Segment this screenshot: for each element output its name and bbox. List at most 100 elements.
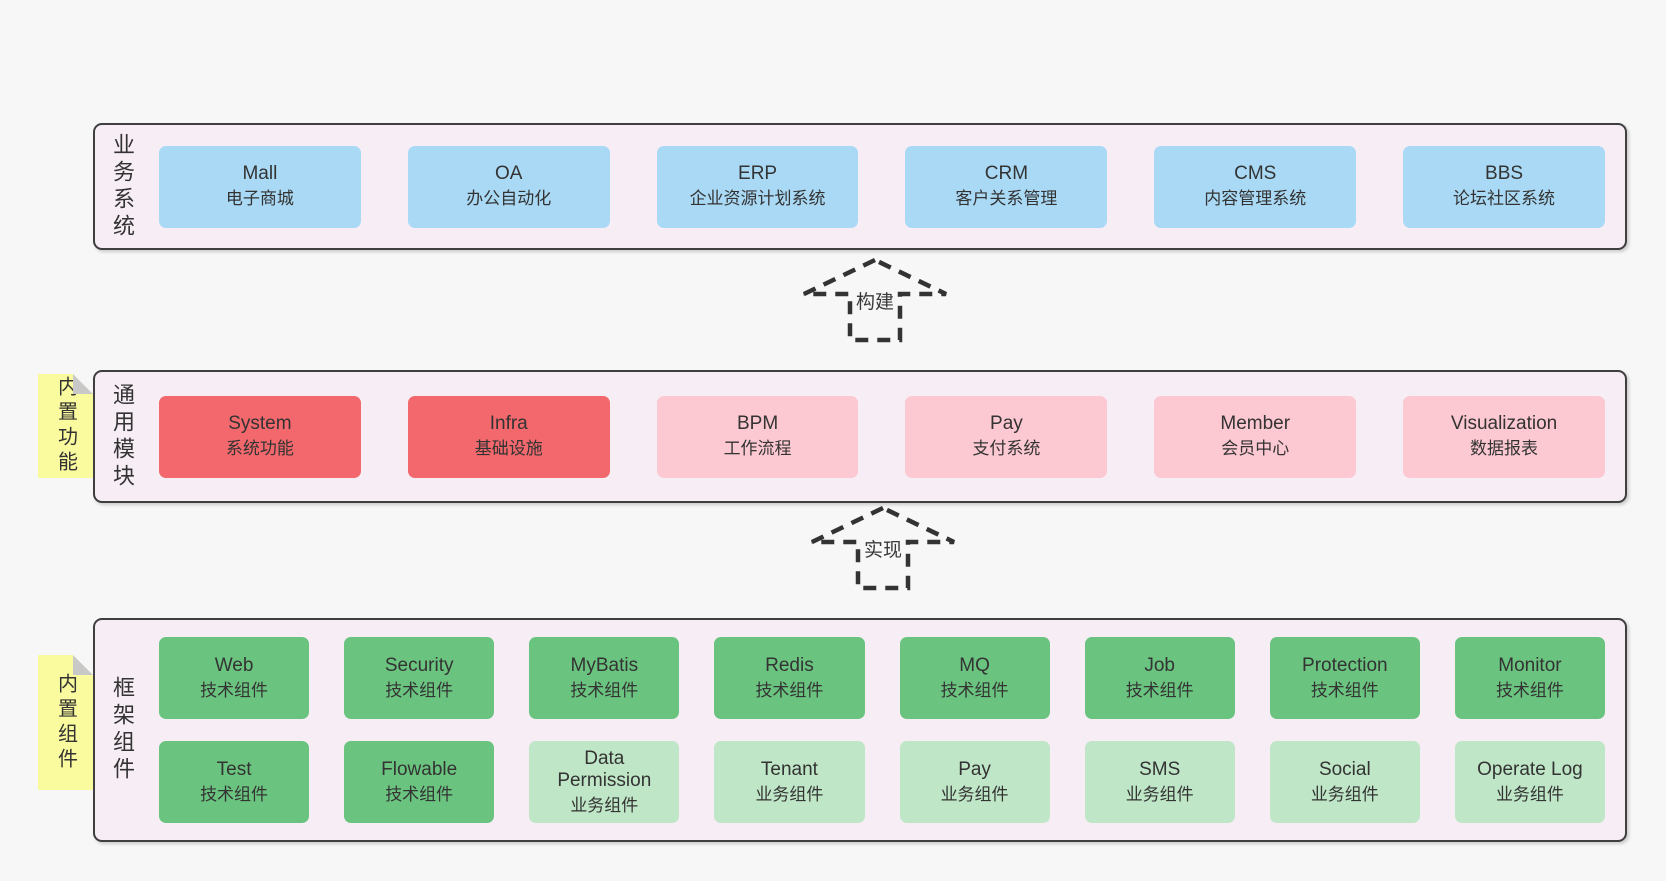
box-desc: 业务组件	[1495, 784, 1564, 804]
box-desc: 电子商城	[225, 189, 294, 209]
framework-components-row-2: Test 技术组件 Flowable 技术组件 Data Permission …	[159, 741, 1605, 823]
box-name: MQ	[959, 654, 990, 676]
box-desc: 技术组件	[1495, 680, 1564, 700]
box-name: Flowable	[381, 758, 458, 780]
box-desc: 业务组件	[755, 784, 824, 804]
band-common-modules: 通用模块 System 系统功能 Infra 基础设施 BPM 工作流程 Pay…	[93, 370, 1627, 503]
box-name: Social	[1318, 758, 1371, 780]
box-pay: Pay 支付系统	[905, 395, 1108, 478]
box-test: Test 技术组件	[159, 741, 310, 823]
box-desc: 企业资源计划系统	[689, 189, 826, 209]
box-desc: 技术组件	[755, 680, 824, 700]
box-desc: 业务组件	[940, 784, 1009, 804]
box-desc: 基础设施	[474, 439, 543, 459]
box-sms: SMS 业务组件	[1084, 741, 1235, 823]
box-mq: MQ 技术组件	[899, 637, 1050, 719]
box-name: Redis	[765, 654, 814, 676]
box-desc: 客户关系管理	[955, 189, 1058, 209]
box-protection: Protection 技术组件	[1269, 637, 1420, 719]
arrow-build: 构建	[800, 257, 950, 343]
box-desc: 技术组件	[200, 784, 269, 804]
box-name: ERP	[738, 163, 778, 185]
box-desc: 会员中心	[1221, 439, 1290, 459]
box-data-permission: Data Permission 业务组件	[529, 741, 680, 823]
box-security: Security 技术组件	[344, 637, 495, 719]
box-name: Test	[216, 758, 252, 780]
box-desc: 技术组件	[940, 680, 1009, 700]
box-name: Mall	[242, 163, 278, 185]
box-name: Web	[214, 654, 254, 676]
arrow-implement: 实现	[808, 505, 958, 591]
box-cms: CMS 内容管理系统	[1154, 145, 1357, 228]
box-pay-business: Pay 业务组件	[899, 741, 1050, 823]
common-modules-row: System 系统功能 Infra 基础设施 BPM 工作流程 Pay 支付系统…	[159, 395, 1605, 478]
box-name: Protection	[1302, 654, 1388, 676]
box-name: Monitor	[1498, 654, 1562, 676]
box-name: System	[228, 413, 292, 435]
box-job: Job 技术组件	[1084, 637, 1235, 719]
box-operate-log: Operate Log 业务组件	[1454, 741, 1605, 823]
note-text: 内置组件	[54, 672, 77, 773]
box-bbs: BBS 论坛社区系统	[1403, 145, 1605, 228]
box-desc: 技术组件	[200, 680, 269, 700]
box-social: Social 业务组件	[1269, 741, 1420, 823]
arrow-build-label: 构建	[852, 286, 898, 314]
box-name: SMS	[1139, 758, 1181, 780]
band-framework-components: 框架组件 Web 技术组件 Security 技术组件 MyBatis 技术组件…	[93, 618, 1627, 842]
box-name: Data Permission	[557, 747, 652, 791]
box-desc: 工作流程	[723, 439, 792, 459]
box-system: System 系统功能	[159, 395, 361, 478]
box-name: CMS	[1234, 163, 1277, 185]
box-web: Web 技术组件	[159, 637, 310, 719]
box-desc: 业务组件	[570, 795, 639, 815]
box-infra: Infra 基础设施	[407, 395, 610, 478]
box-mybatis: MyBatis 技术组件	[529, 637, 680, 719]
band-label-common-modules: 通用模块	[110, 382, 135, 491]
box-name: CRM	[984, 163, 1029, 185]
box-name: BPM	[736, 413, 779, 435]
box-redis: Redis 技术组件	[714, 637, 865, 719]
box-flowable: Flowable 技术组件	[344, 741, 495, 823]
box-name: MyBatis	[570, 654, 639, 676]
band-label-framework-components: 框架组件	[110, 676, 135, 784]
box-bpm: BPM 工作流程	[656, 395, 859, 478]
band-business-systems: 业务系统 Mall 电子商城 OA 办公自动化 ERP 企业资源计划系统 CRM…	[93, 123, 1627, 250]
box-name: BBS	[1485, 163, 1524, 185]
band-label-business-systems: 业务系统	[110, 132, 135, 241]
box-desc: 技术组件	[1125, 680, 1194, 700]
framework-components-row-1: Web 技术组件 Security 技术组件 MyBatis 技术组件 Redi…	[159, 637, 1605, 719]
box-oa: OA 办公自动化	[407, 145, 610, 228]
box-name: Pay	[990, 413, 1023, 435]
box-name: Member	[1220, 413, 1291, 435]
box-name: Tenant	[760, 758, 818, 780]
box-name: Security	[384, 654, 454, 676]
business-systems-row: Mall 电子商城 OA 办公自动化 ERP 企业资源计划系统 CRM 客户关系…	[159, 145, 1605, 228]
arrow-implement-label: 实现	[860, 534, 906, 562]
box-desc: 技术组件	[570, 680, 639, 700]
note-text: 内置功能	[54, 376, 77, 476]
box-desc: 技术组件	[385, 784, 454, 804]
box-name: OA	[495, 163, 523, 185]
box-name: Job	[1144, 654, 1175, 676]
folded-corner-icon	[73, 655, 93, 675]
folded-corner-icon	[73, 374, 93, 394]
box-desc: 业务组件	[1310, 784, 1379, 804]
box-desc: 系统功能	[225, 439, 294, 459]
box-erp: ERP 企业资源计划系统	[656, 145, 859, 228]
box-name: Visualization	[1450, 413, 1558, 435]
note-built-in-features: 内置功能	[38, 374, 93, 478]
box-visualization: Visualization 数据报表	[1403, 395, 1605, 478]
framework-components-grid: Web 技术组件 Security 技术组件 MyBatis 技术组件 Redi…	[159, 637, 1605, 823]
note-built-in-components: 内置组件	[38, 655, 93, 790]
box-name: Pay	[958, 758, 991, 780]
box-member: Member 会员中心	[1154, 395, 1357, 478]
box-tenant: Tenant 业务组件	[714, 741, 865, 823]
box-name: Operate Log	[1477, 758, 1583, 780]
box-name: Infra	[489, 413, 528, 435]
box-desc: 技术组件	[385, 680, 454, 700]
box-desc: 办公自动化	[466, 189, 552, 209]
box-desc: 内容管理系统	[1204, 189, 1307, 209]
box-desc: 论坛社区系统	[1453, 189, 1556, 209]
box-desc: 技术组件	[1310, 680, 1379, 700]
